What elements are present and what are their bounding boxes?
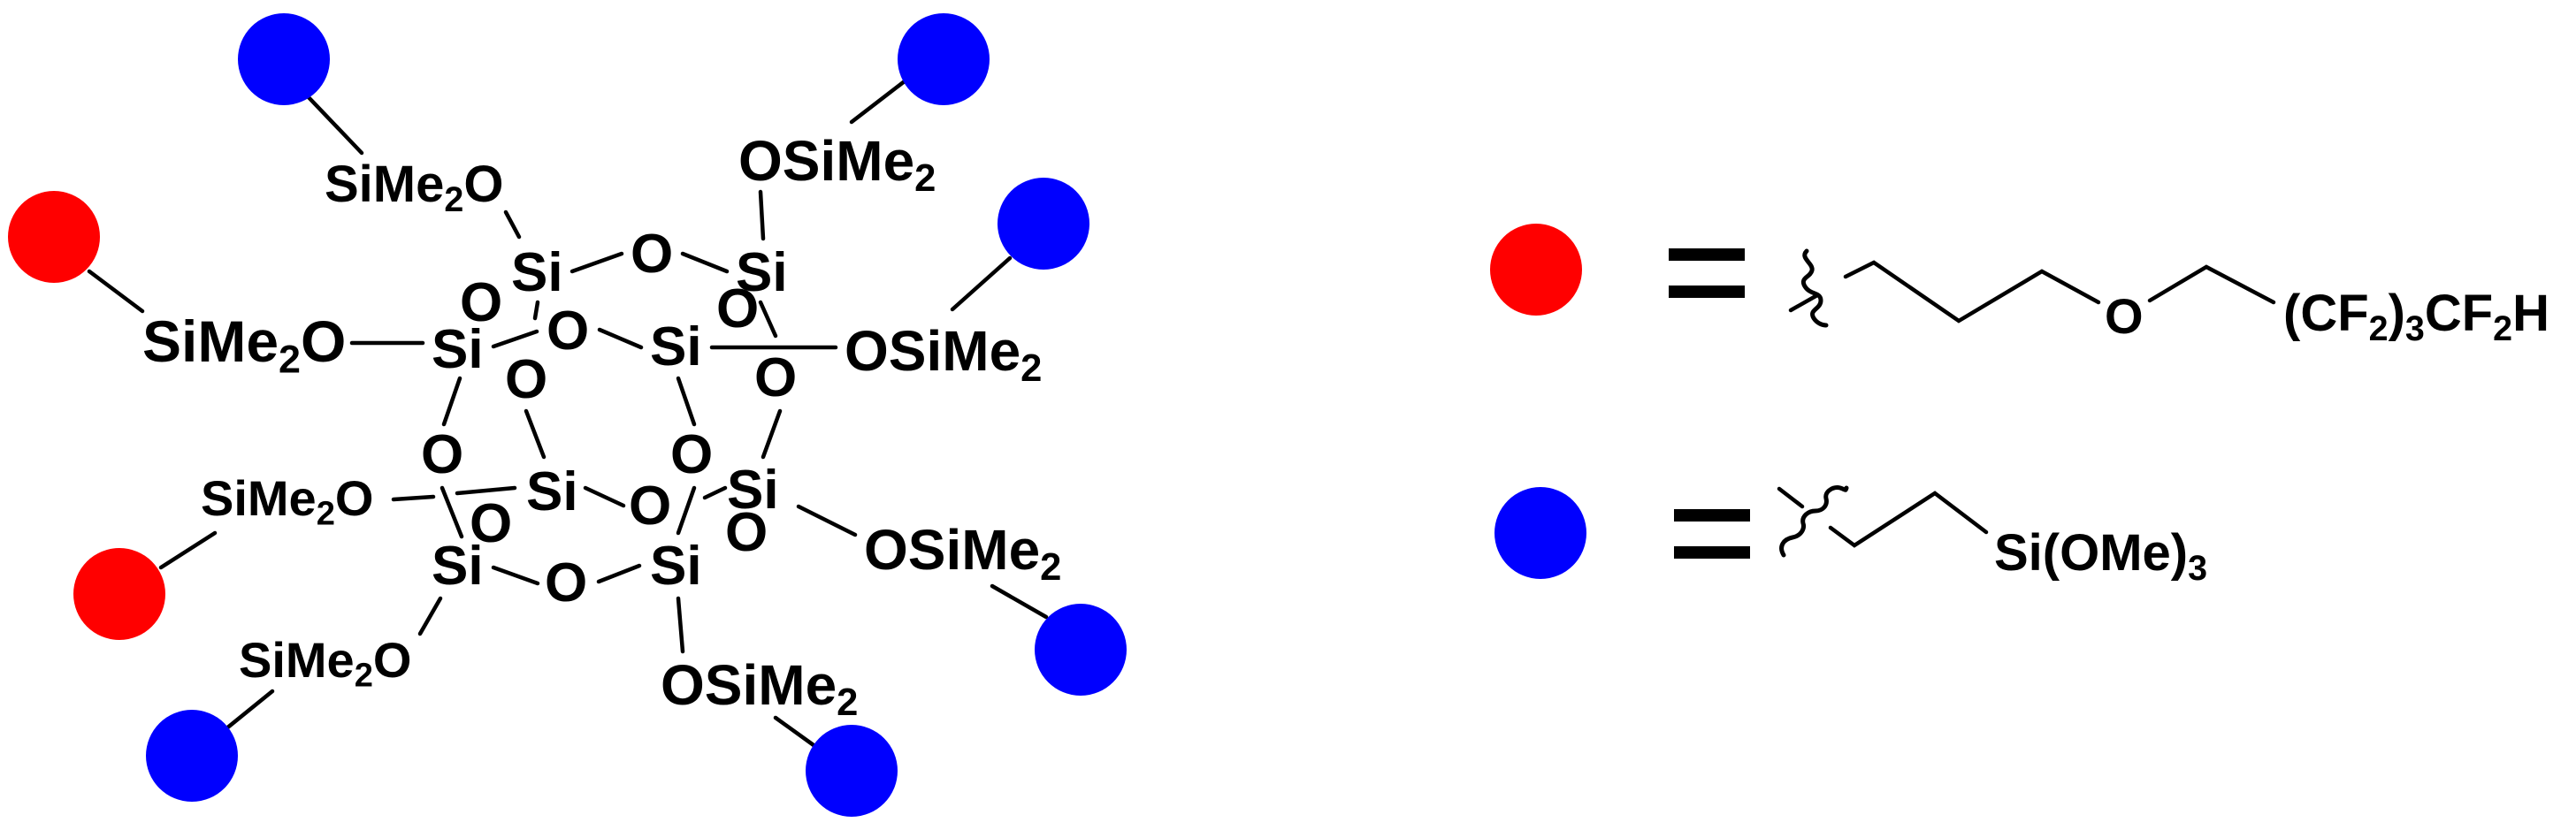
linker-bond <box>849 75 912 125</box>
propyl-chain <box>1843 260 2101 324</box>
equals-sign-bar <box>1669 248 1745 261</box>
blue-group-dot <box>146 710 238 802</box>
blue-group-dot <box>998 178 1089 270</box>
cage-bond <box>440 485 464 539</box>
cage-bond <box>676 596 685 654</box>
linker-bond <box>87 269 145 314</box>
ethylene-chain <box>1828 491 1989 548</box>
legend-red-dot <box>1490 224 1582 316</box>
cage-bond <box>569 251 624 274</box>
legend-blue-dot <box>1494 487 1586 579</box>
cage-bond <box>702 485 728 500</box>
cage-bond <box>596 563 642 584</box>
substituent-label-bottom-left: SiMe2O <box>239 632 412 695</box>
oxygen-atom: O <box>505 349 548 410</box>
cage-bond <box>758 189 766 241</box>
cage-bond <box>503 209 522 240</box>
trimethoxysilyl-end-group: Si(OMe)3 <box>1994 524 2208 589</box>
oxygen-atom: O <box>754 347 798 408</box>
cage-bond <box>761 408 783 460</box>
red-group-dot <box>73 548 165 640</box>
red-group-dot <box>8 191 100 283</box>
oxygen-atom: O <box>460 272 503 333</box>
attachment-stub <box>1777 486 1805 509</box>
oxygen-atom: O <box>670 424 714 485</box>
linker-bond <box>303 92 364 156</box>
oxygen-atom: O <box>421 424 464 485</box>
silicon-atom: Si <box>526 461 578 522</box>
ether-oxygen: O <box>2105 288 2144 344</box>
silicon-atom: Si <box>727 460 779 521</box>
cage-bond <box>597 327 644 350</box>
equals-sign-bar <box>1674 546 1750 559</box>
substituent-label-top-right: OSiMe2 <box>738 129 936 201</box>
linker-bond <box>990 583 1049 620</box>
cage-bond <box>441 376 462 427</box>
equals-sign-bar <box>1669 286 1745 298</box>
cage-bond <box>524 408 547 460</box>
cage-bond <box>758 300 778 339</box>
oxygen-atom: O <box>725 502 768 563</box>
substituent-label-left: SiMe2O <box>142 308 347 382</box>
wavy-bond-icon <box>1800 248 1829 328</box>
cage-bond <box>796 504 858 537</box>
cage-bond <box>676 376 697 427</box>
cage-bond <box>532 300 540 321</box>
blue-group-dot <box>806 725 898 817</box>
silicon-atom: Si <box>432 536 484 597</box>
cage-bond <box>455 485 517 496</box>
linker-bond <box>950 255 1013 312</box>
blue-group-dot <box>898 13 990 105</box>
oxygen-atom: O <box>631 224 674 285</box>
oxygen-atom: O <box>470 493 513 554</box>
silicon-atom: Si <box>432 319 484 380</box>
cage-bond <box>417 596 443 636</box>
substituent-label-lower-right: OSiMe2 <box>864 518 1062 590</box>
cage-bond <box>680 251 730 274</box>
fluoroalkyl-end-group: (CF2)3CF2H <box>2283 285 2549 349</box>
cage-bond <box>676 485 697 536</box>
cage-bond <box>391 494 436 502</box>
oxygen-atom: O <box>547 301 590 362</box>
substituent-label-top-left: SiMe2O <box>325 156 504 220</box>
cage-bond <box>583 485 626 508</box>
blue-group-dot <box>238 13 330 105</box>
substituent-label-right: OSiMe2 <box>845 319 1043 391</box>
silicon-atom: Si <box>511 242 563 303</box>
oxygen-atom: O <box>545 552 588 613</box>
cage-bond <box>491 329 539 349</box>
oxygen-atom: O <box>716 278 760 339</box>
silicon-atom: Si <box>650 536 702 597</box>
oxygen-atom: O <box>629 476 672 537</box>
substituent-label-bottom-right: OSiMe2 <box>661 653 859 725</box>
wavy-bond-icon <box>1779 485 1849 558</box>
blue-group-dot <box>1035 604 1127 696</box>
cage-bond <box>491 565 540 586</box>
silicon-atom: Si <box>736 242 788 303</box>
substituent-label-lower-left: SiMe2O <box>201 470 374 533</box>
equals-sign-bar <box>1674 509 1750 522</box>
silicon-atom: Si <box>650 316 702 377</box>
ethyl-chain <box>2147 264 2276 305</box>
attachment-stub <box>1788 293 1820 313</box>
linker-bond <box>158 530 218 570</box>
linker-bond <box>773 715 816 748</box>
